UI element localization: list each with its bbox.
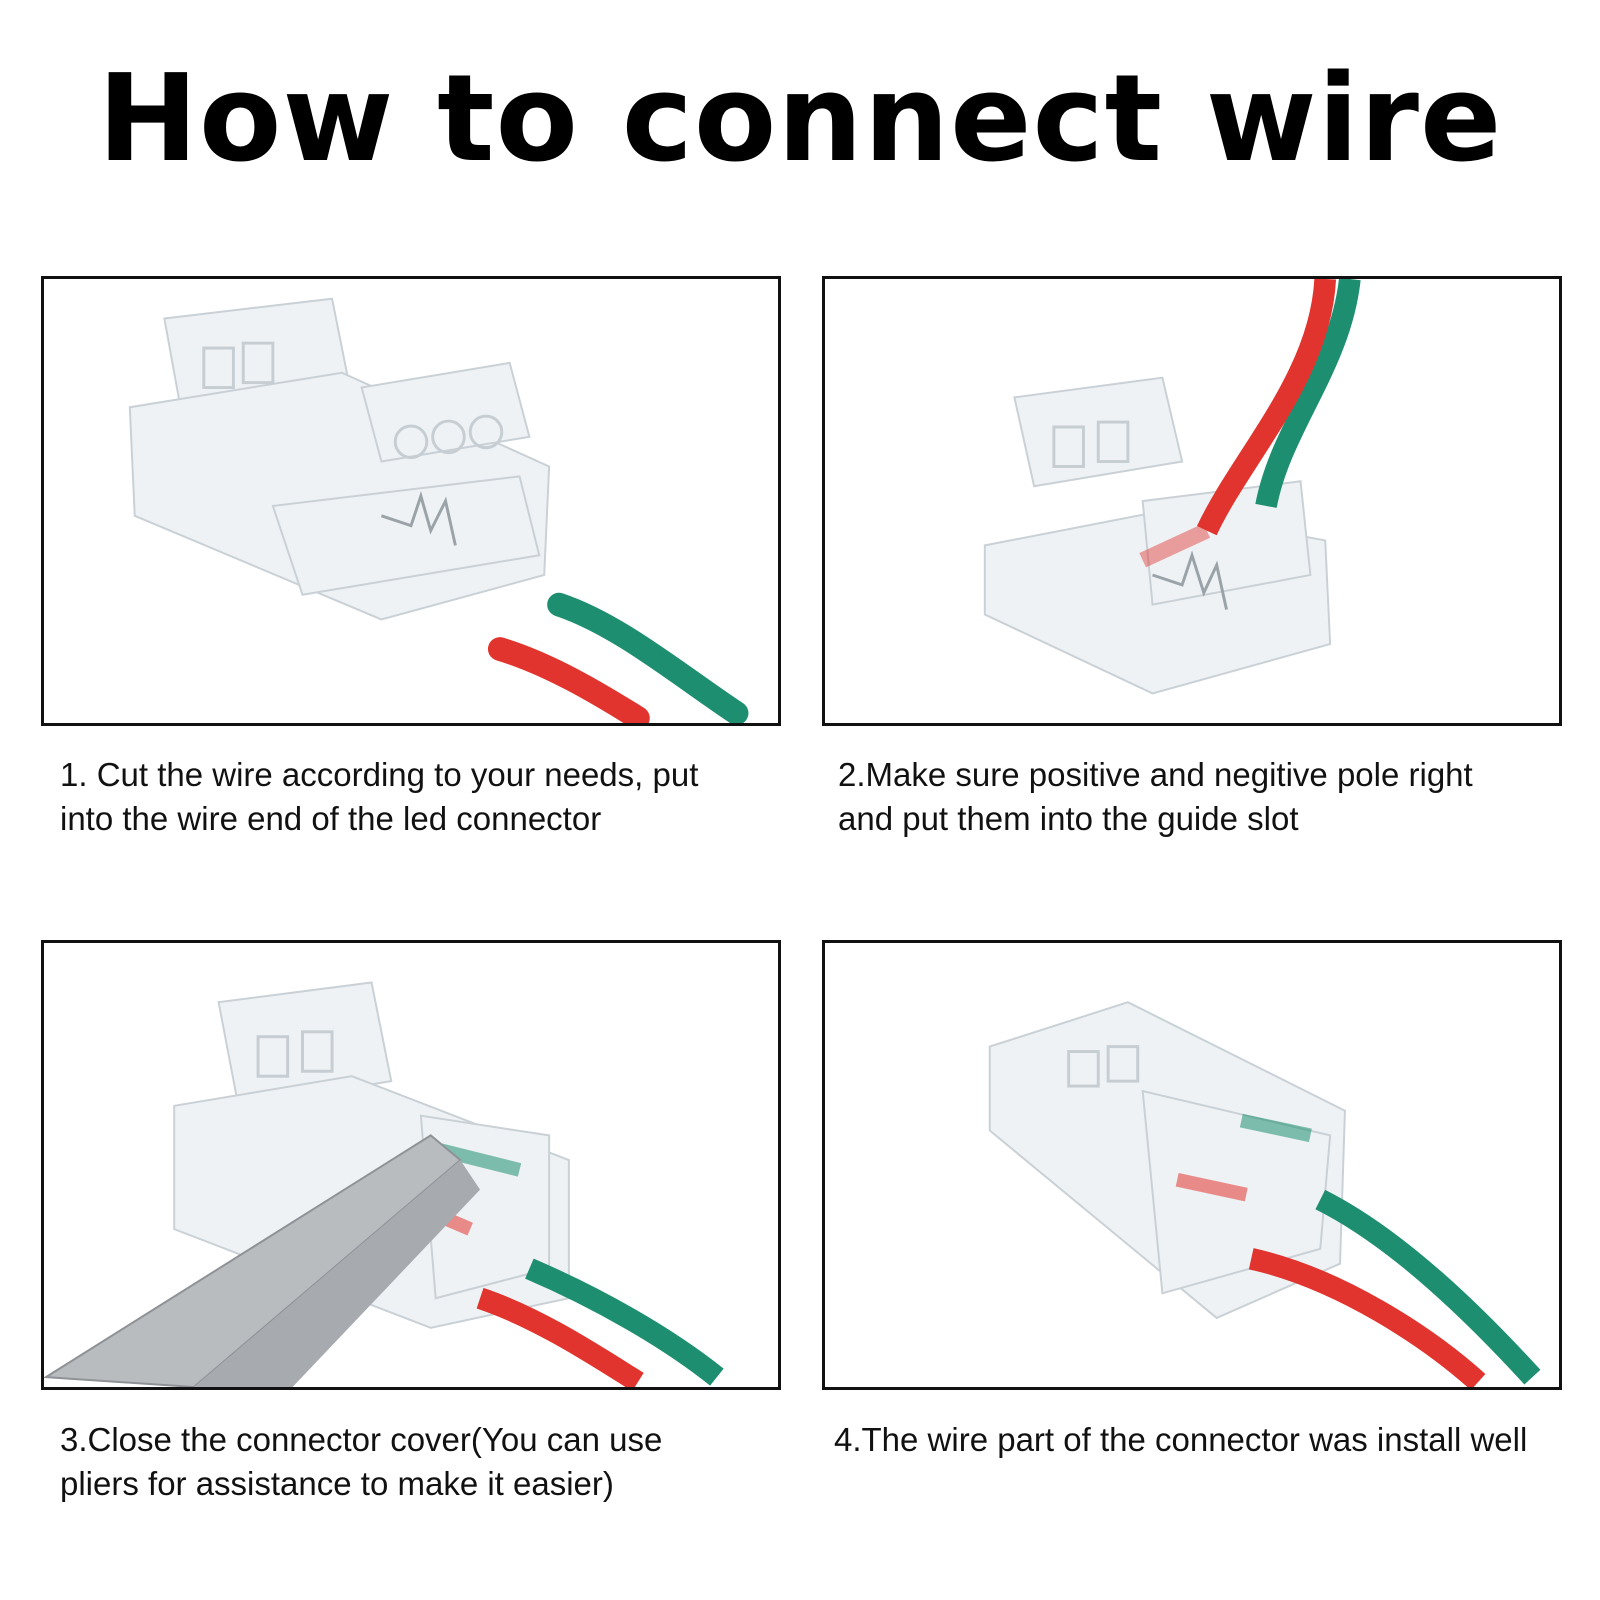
step-4-caption: 4.The wire part of the connector was ins…	[834, 1421, 1528, 1458]
step-2-image	[822, 276, 1562, 726]
wires-in-slot-illustration	[983, 279, 1361, 695]
pliers-closing-illustration	[44, 981, 724, 1387]
page-title: How to connect wire	[97, 50, 1503, 189]
connector-open-illustration	[128, 297, 749, 723]
step-4-image	[822, 940, 1562, 1390]
step-1-caption: 1. Cut the wire according to your needs,…	[60, 756, 699, 837]
connector-installed-illustration	[988, 1001, 1541, 1387]
step-3-image	[41, 940, 781, 1390]
step-1-image	[41, 276, 781, 726]
step-2-caption: 2.Make sure positive and negitive pole r…	[838, 756, 1473, 837]
step-3-caption: 3.Close the connector cover(You can use …	[60, 1421, 663, 1502]
